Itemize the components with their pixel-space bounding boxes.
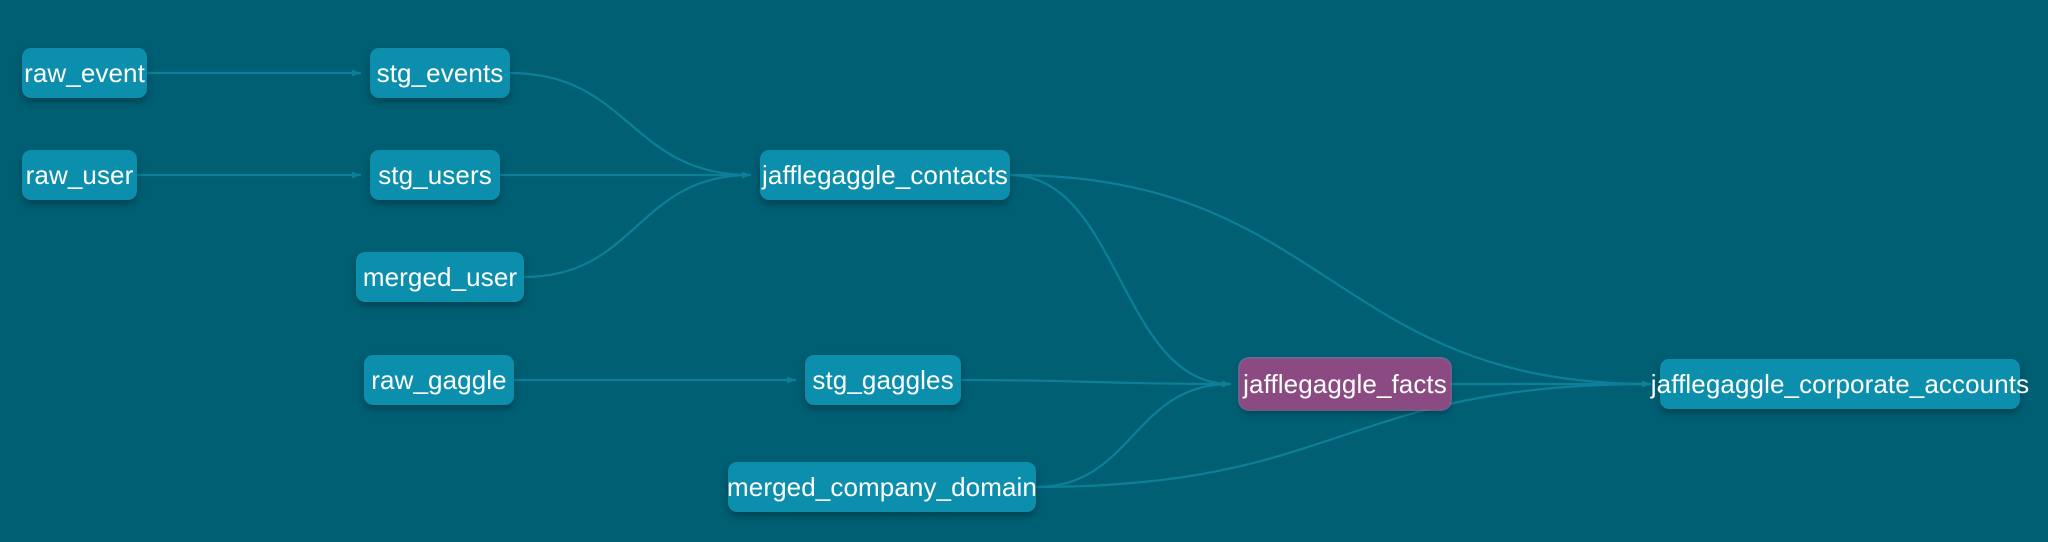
- node-label: jafflegaggle_contacts: [762, 159, 1008, 190]
- node-label: jafflegaggle_facts: [1243, 368, 1447, 399]
- node-stg_users[interactable]: stg_users: [370, 150, 500, 200]
- node-stg_gaggles[interactable]: stg_gaggles: [805, 355, 961, 405]
- node-label: raw_user: [25, 159, 134, 190]
- edge-merged_company_domain-to-jafflegaggle_facts: [1034, 380, 1232, 489]
- node-jafflegaggle_corporate_accounts[interactable]: jafflegaggle_corporate_accounts: [1651, 359, 2029, 409]
- node-label: stg_events: [376, 57, 504, 88]
- node-jafflegaggle_contacts[interactable]: jafflegaggle_contacts: [760, 150, 1010, 200]
- node-label: jafflegaggle_corporate_accounts: [1650, 368, 2030, 399]
- edge-jafflegaggle_contacts-to-jafflegaggle_facts: [1008, 173, 1232, 388]
- node-merged_user[interactable]: merged_user: [356, 252, 524, 302]
- edge-stg_events-to-jafflegaggle_contacts: [508, 71, 752, 179]
- edge-stg_gaggles-to-jafflegaggle_facts: [959, 378, 1232, 388]
- edge-merged_company_domain-to-jafflegaggle_corporate_accounts: [1034, 380, 1652, 489]
- node-label: merged_user: [362, 261, 518, 292]
- node-raw_gaggle[interactable]: raw_gaggle: [364, 355, 514, 405]
- node-raw_user[interactable]: raw_user: [22, 150, 137, 200]
- edge-jafflegaggle_contacts-to-jafflegaggle_corporate_accounts: [1008, 173, 1652, 388]
- node-label: stg_gaggles: [812, 364, 954, 395]
- node-raw_event[interactable]: raw_event: [22, 48, 147, 98]
- node-jafflegaggle_facts[interactable]: jafflegaggle_facts: [1240, 359, 1450, 409]
- node-label: merged_company_domain: [727, 471, 1037, 502]
- node-label: raw_event: [24, 57, 145, 88]
- node-label: stg_users: [378, 159, 492, 190]
- node-merged_company_domain[interactable]: merged_company_domain: [727, 462, 1037, 512]
- node-label: raw_gaggle: [371, 364, 507, 395]
- edge-merged_user-to-jafflegaggle_contacts: [522, 171, 752, 279]
- node-stg_events[interactable]: stg_events: [370, 48, 510, 98]
